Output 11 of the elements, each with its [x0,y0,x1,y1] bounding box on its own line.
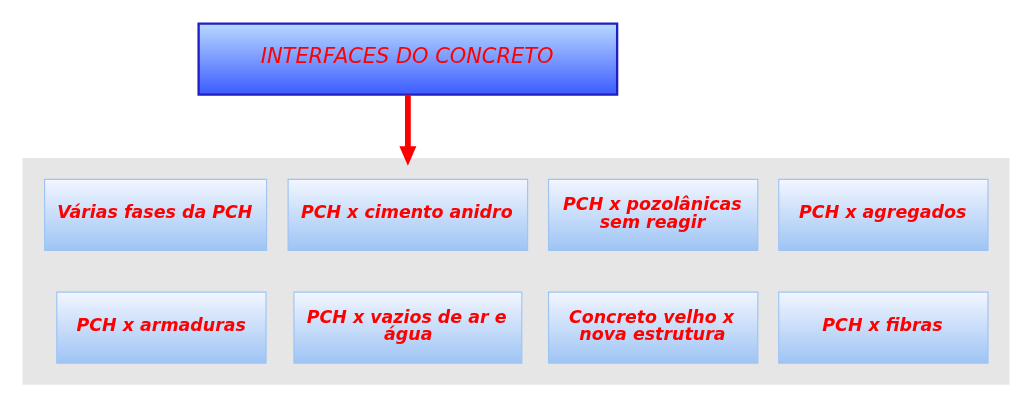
node-box: Várias fases da PCH [43,178,267,251]
node-box: PCH x fibras [777,291,989,364]
node-box: INTERFACES DO CONCRETO [196,22,618,96]
node-box: PCH x vazios de ar e água [292,291,522,364]
node-box: PCH x cimento anidro [287,178,528,251]
node-box: PCH x armaduras [55,291,267,364]
cluster [22,157,1009,385]
arrow [398,94,416,166]
node-box: PCH x pozolânicas sem reagir [547,178,758,251]
node-box: Concreto velho x nova estrutura [547,291,758,364]
node-box: PCH x agregados [777,178,989,251]
